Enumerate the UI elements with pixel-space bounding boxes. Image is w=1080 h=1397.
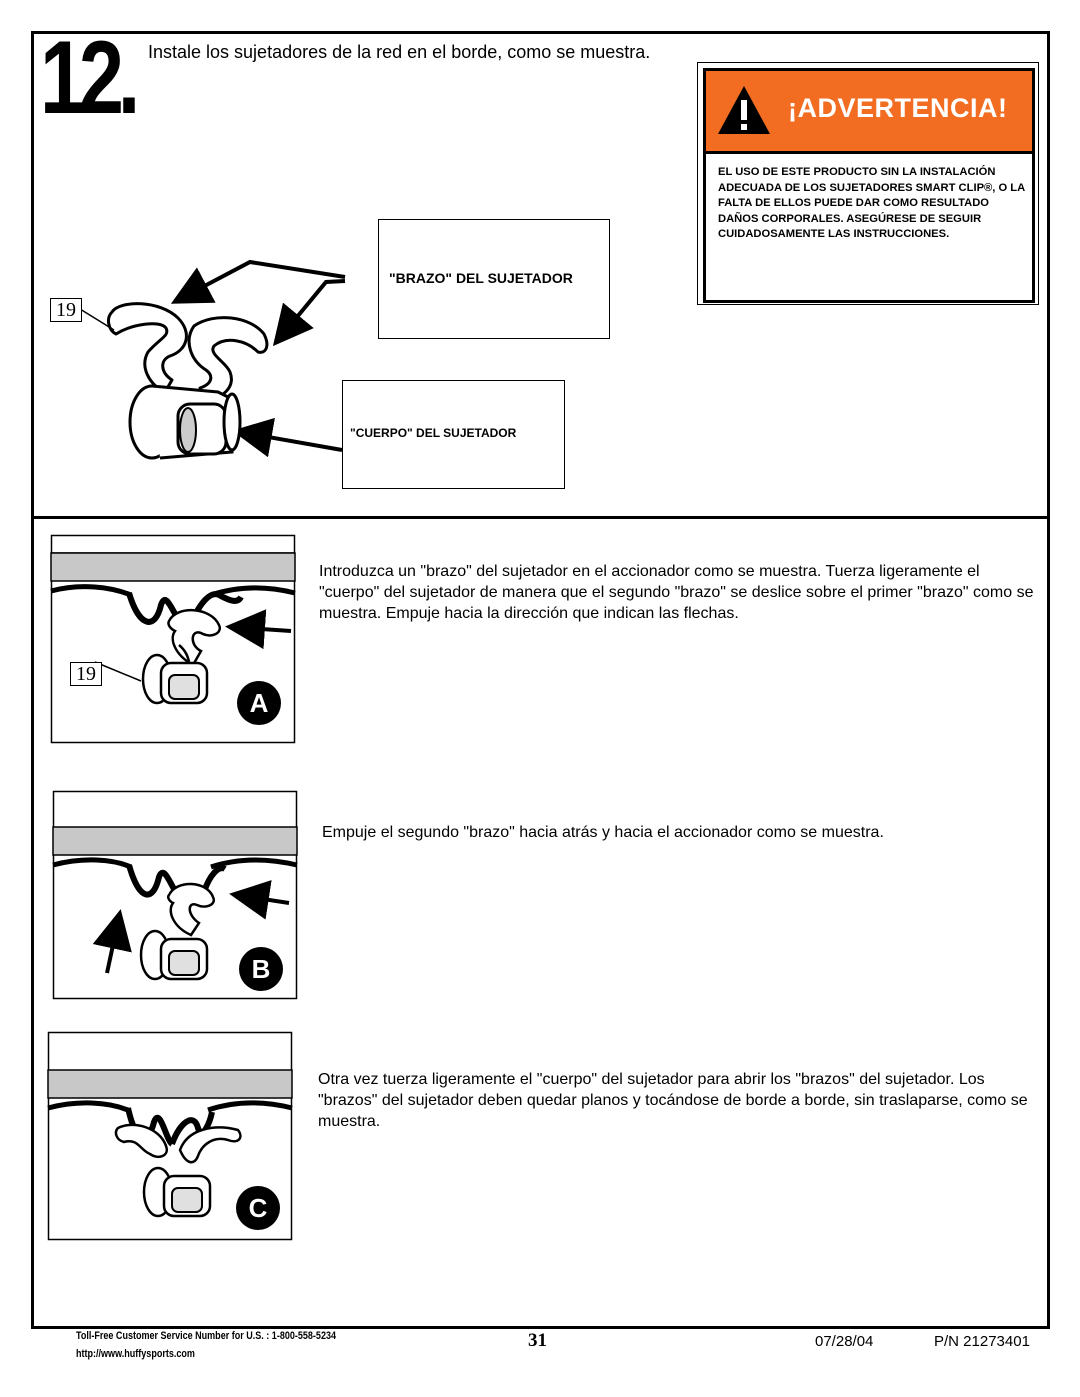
panel-b-illustration (52, 790, 298, 1000)
warning-title: ¡ADVERTENCIA! (788, 93, 1008, 123)
warning-text: EL USO DE ESTE PRODUCTO SIN LA INSTALACI… (718, 166, 1025, 241)
warning-box (697, 62, 1039, 305)
footer-url-link[interactable]: http://www.huffysports.com (76, 1348, 195, 1360)
part-callout-19-panel-a: 19 (70, 662, 102, 686)
panel-c-text: Otra vez tuerza ligeramente el "cuerpo" … (318, 1071, 1028, 1130)
page-number: 31 (528, 1330, 547, 1351)
arm-label-box (378, 219, 610, 339)
panel-a-letter: A (249, 688, 269, 718)
arm-label: "BRAZO" DEL SUJETADOR (389, 270, 573, 286)
footer-date: 07/28/04 (815, 1333, 874, 1350)
panel-c-illustration (47, 1031, 293, 1241)
panel-b-letter: B (251, 954, 271, 984)
part-callout-19: 19 (50, 298, 82, 322)
step-frame-bottom (31, 516, 1050, 1329)
body-label: "CUERPO" DEL SUJETADOR (350, 426, 517, 440)
panel-c-letter: C (248, 1193, 268, 1223)
warning-triangle-icon (718, 86, 770, 134)
panel-b-text: Empuje el segundo "brazo" hacia atrás y … (322, 824, 884, 841)
body-label-box (342, 380, 565, 489)
panel-a-text: Introduzca un "brazo" del sujetador en e… (319, 563, 1034, 622)
warning-header (706, 71, 1032, 154)
footer-part-number: P/N 21273401 (934, 1333, 1030, 1350)
clip-illustration-main (79, 259, 346, 460)
step-title: Instale los sujetadores de la red en el … (148, 42, 651, 62)
footer-phone: Toll-Free Customer Service Number for U.… (76, 1330, 337, 1342)
step-frame-top (31, 31, 1050, 519)
step-number: 12. (40, 20, 140, 136)
panel-a-illustration (50, 534, 296, 744)
